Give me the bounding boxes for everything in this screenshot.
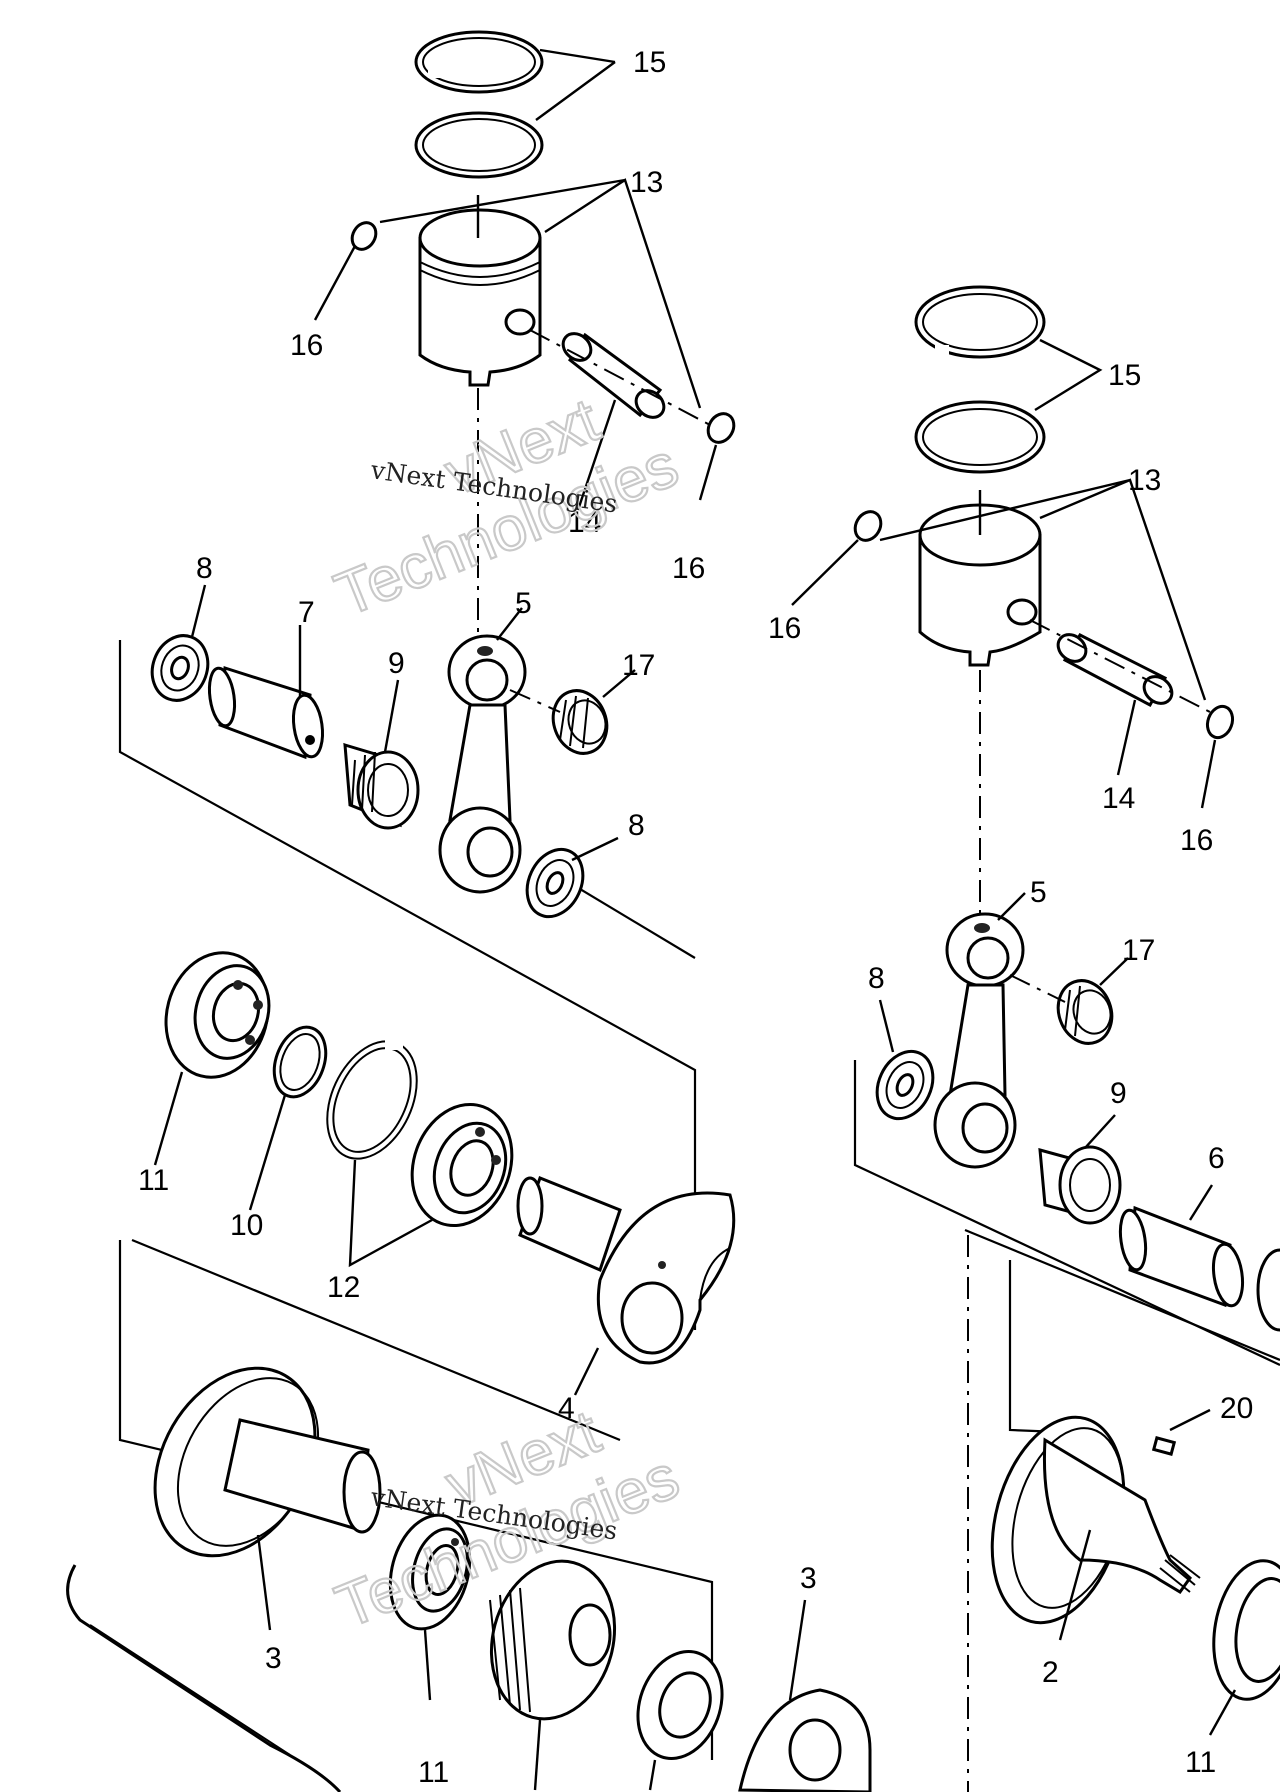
label-20: 20	[1220, 1392, 1253, 1425]
label-9-left: 9	[388, 647, 405, 680]
label-11-right: 11	[1185, 1746, 1216, 1779]
circlip-16-upper-left	[350, 221, 378, 251]
label-8-right: 8	[868, 962, 885, 995]
label-6: 6	[1208, 1142, 1225, 1175]
label-2: 2	[1042, 1656, 1059, 1689]
needle-bearing-9-left	[343, 742, 420, 830]
label-15-upper-left: 15	[633, 46, 666, 79]
thrust-washer-right-edge	[1256, 1248, 1280, 1332]
label-13-left: 13	[630, 166, 663, 199]
label-9-right: 9	[1110, 1077, 1127, 1110]
label-3-left: 3	[265, 1642, 282, 1675]
crank-half-2	[990, 1415, 1201, 1625]
label-13-right: 13	[1128, 464, 1161, 497]
label-10: 10	[230, 1209, 263, 1242]
label-14-right: 14	[1102, 782, 1135, 815]
circlip-16-lower-right	[1205, 704, 1235, 740]
ball-bearing-11-left-lower	[388, 1513, 472, 1631]
label-16-upper-right: 16	[768, 612, 801, 645]
piston-ring-15-lower-left	[414, 111, 544, 179]
piston-13-right	[918, 490, 1042, 667]
label-5-right: 5	[1030, 876, 1047, 909]
label-8-left-upper: 8	[196, 552, 213, 585]
piston-13-left	[418, 195, 542, 387]
label-11-left-lower: 11	[418, 1756, 449, 1789]
label-8-left-lower: 8	[628, 809, 645, 842]
label-12: 12	[327, 1271, 360, 1304]
thrust-washer-8-right	[875, 1049, 935, 1121]
connecting-rod-5-right	[933, 912, 1025, 1169]
circlip-16-lower-left	[706, 412, 736, 444]
label-16-lower-left: 16	[672, 552, 705, 585]
crank-half-3-middle	[738, 1688, 872, 1792]
label-4: 4	[558, 1392, 575, 1425]
crank-seal-left	[489, 1559, 617, 1721]
piston-ring-15-upper-left	[414, 30, 544, 94]
connecting-rod-5-left	[438, 634, 527, 894]
crank-web-4	[516, 1176, 736, 1365]
crankpin-6	[1118, 1205, 1245, 1308]
thrust-washer-8-left-lower	[525, 847, 585, 919]
piston-ring-15-lower-right	[914, 400, 1046, 474]
crankpin-7	[207, 666, 325, 760]
circlip-16-upper-right	[853, 510, 883, 542]
needle-bearing-9-right	[1038, 1145, 1122, 1225]
label-3-middle: 3	[800, 1562, 817, 1595]
piston-ring-15-upper-right	[914, 285, 1046, 359]
label-14-left: 14	[568, 506, 601, 539]
label-17-right: 17	[1122, 934, 1155, 967]
label-16-lower-right: 16	[1180, 824, 1213, 857]
woodruff-key-20	[1151, 1436, 1177, 1456]
ball-bearing-12	[410, 1102, 514, 1228]
retaining-ring-10	[272, 1025, 328, 1099]
wrist-pin-14-right	[1056, 633, 1174, 708]
label-7: 7	[298, 596, 315, 629]
needle-bearing-17-right	[1056, 979, 1114, 1045]
ball-bearing-lower-middle	[636, 1650, 724, 1760]
label-17-left: 17	[622, 649, 655, 682]
needle-bearing-17-left	[551, 689, 609, 755]
crank-half-3-left	[153, 1366, 382, 1558]
label-11-left-upper: 11	[138, 1164, 169, 1197]
label-15-right: 15	[1108, 359, 1141, 392]
thrust-washer-8-left-upper	[150, 634, 210, 702]
snap-ring-12	[326, 1040, 418, 1160]
label-5-left: 5	[515, 587, 532, 620]
label-16-upper-left: 16	[290, 329, 323, 362]
ball-bearing-11-left-upper	[164, 951, 271, 1079]
